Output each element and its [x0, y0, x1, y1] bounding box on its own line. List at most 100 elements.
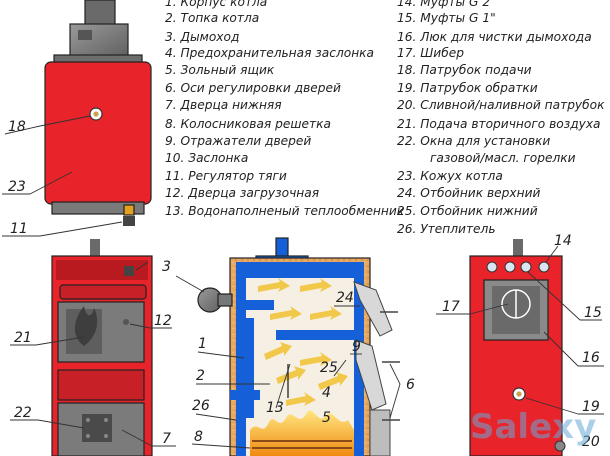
legend-item-22: 22. Окна для установки [397, 134, 550, 148]
legend-item-4: 4. Предохранительная заслонка [165, 46, 374, 60]
leader-6b [389, 383, 401, 419]
burner-window [82, 414, 112, 442]
boiler-casing [44, 61, 152, 205]
leader-23 [29, 171, 73, 195]
lower-panel [57, 369, 145, 401]
chimney-connector [217, 293, 233, 307]
callout-24: 24 [336, 290, 354, 306]
burner-bolt-3 [86, 434, 90, 438]
callout-18: 18 [8, 119, 26, 135]
loading-door-latch [123, 319, 129, 325]
callout-8: 8 [194, 429, 203, 445]
legend-item-26: 26. Утеплитель [397, 222, 496, 236]
section-doors [353, 281, 400, 456]
callout-2: 2 [196, 368, 205, 384]
leader-25 [333, 359, 347, 377]
legend-item-22-cont: газовой/масл. горелки [430, 151, 576, 165]
legend-item-7: 7. Дверца нижняя [165, 98, 282, 112]
leader-13 [275, 363, 291, 409]
legend-item-12: 12. Дверца загрузочная [165, 186, 319, 200]
leader-6a [389, 363, 401, 385]
legend-item-11: 11. Регулятор тяги [165, 169, 287, 183]
leader-15 [527, 271, 581, 321]
watermark: Salexy [470, 407, 596, 447]
leader-16 [543, 331, 579, 367]
ash-door [369, 409, 391, 456]
legend-item-25: 25. Отбойник нижний [397, 204, 538, 218]
callout-22: 22 [14, 405, 32, 421]
callout-4: 4 [322, 385, 331, 401]
coupling-g2-right [538, 261, 550, 273]
callout-11: 11 [10, 221, 28, 237]
burner-bolt-2 [104, 418, 108, 422]
drain-pipe [554, 440, 566, 452]
legend-left: 1. Корпус котла 2. Топка котла 3. Дымохо… [165, 0, 405, 218]
legend-item-6: 6. Оси регулировки дверей [165, 81, 341, 95]
legend-item-15: 15. Муфты G 1" [397, 11, 496, 25]
draft-regulator [123, 204, 135, 216]
callout-5: 5 [322, 410, 331, 426]
legend-item-18: 18. Патрубок подачи [397, 63, 532, 77]
fire-flames [250, 410, 354, 456]
legend-item-5: 5. Зольный ящик [165, 63, 275, 77]
return-pipe-thread [516, 391, 522, 397]
callout-23: 23 [8, 179, 26, 195]
grate [252, 440, 352, 449]
side-pipe [230, 390, 260, 400]
draft-regulator-body [123, 216, 135, 226]
legend-item-17: 17. Шибер [397, 46, 464, 60]
legend-item-19: 19. Патрубок обратки [397, 81, 538, 95]
flame-emblem-icon [74, 306, 98, 346]
callout-15: 15 [584, 305, 602, 321]
burner-bolt-4 [104, 434, 108, 438]
coupling-g1-b [520, 261, 532, 273]
burner-bolt-1 [86, 418, 90, 422]
front-regulator [124, 266, 134, 276]
flue-pipe [84, 0, 116, 27]
callout-25: 25 [320, 360, 338, 376]
boiler-side-view: 18 23 11 [2, 0, 152, 237]
legend-right: 14. Муфты G 2 15. Муфты G 1" 16. Люк для… [397, 0, 605, 236]
lower-door-reflector [355, 339, 387, 411]
boiler-base [51, 201, 145, 215]
legend-item-10: 10. Заслонка [165, 151, 248, 165]
front-top-band [56, 260, 148, 280]
leader-7 [121, 429, 153, 447]
callout-16: 16 [582, 350, 600, 366]
loading-door-frame [59, 284, 147, 300]
callout-3: 3 [162, 259, 171, 275]
callout-1: 1 [198, 336, 207, 352]
callout-21: 21 [14, 330, 32, 346]
leader-21 [35, 336, 85, 346]
leader-26 [195, 413, 237, 421]
legend-item-14: 14. Муфты G 2 [397, 0, 490, 9]
callout-7: 7 [162, 431, 171, 447]
leader-3 [175, 275, 205, 293]
legend-item-3: 3. Дымоход [165, 30, 239, 44]
legend-item-9: 9. Отражатели дверей [165, 134, 311, 148]
callout-26: 26 [192, 398, 210, 414]
lower-baffle [276, 330, 354, 340]
callout-13: 13 [266, 400, 284, 416]
boiler-rear-view: 14 15 17 16 19 20 [436, 233, 604, 456]
leader-17 [469, 303, 509, 315]
section-callouts: 3 1 2 26 8 13 4 5 24 25 9 6 [162, 259, 415, 449]
flue-collector [69, 23, 129, 59]
callout-19: 19 [582, 399, 600, 415]
heat-flow-arrows [258, 278, 348, 406]
callout-6: 6 [406, 377, 415, 393]
leader-18-shelf [4, 125, 41, 135]
callout-17: 17 [442, 299, 460, 315]
legend-item-8: 8. Колосниковая решетка [165, 117, 331, 131]
boiler-cross-section [197, 237, 400, 456]
rear-flue-stub [513, 239, 523, 258]
leader-22 [37, 419, 85, 429]
leader-12 [129, 323, 151, 329]
leader-18 [39, 115, 91, 127]
legend-item-13: 13. Водонаполненый теплообменник [165, 204, 405, 218]
legend-item-16: 16. Люк для чистки дымохода [397, 30, 592, 44]
leader-8 [191, 443, 251, 449]
upper-door-reflector [353, 281, 393, 337]
callout-20: 20 [582, 434, 600, 450]
